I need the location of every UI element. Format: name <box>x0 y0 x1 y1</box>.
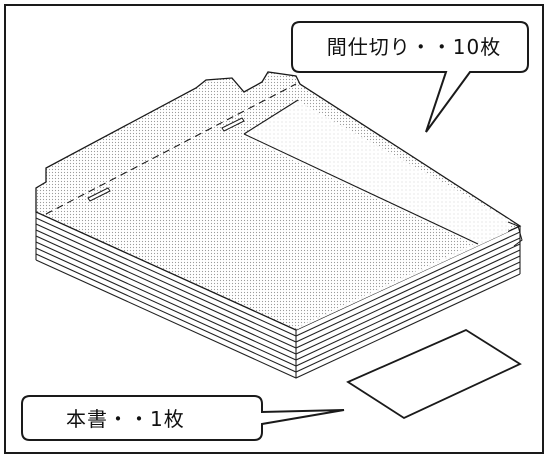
manual-sheet <box>346 328 522 420</box>
manual-callout-bubble <box>21 395 345 441</box>
dividers-count-label: 間仕切り・・10枚 <box>326 35 502 59</box>
divider-top-sheet <box>35 71 523 331</box>
dividers-callout-bubble <box>291 21 529 133</box>
manual-count-label: 本書・・1枚 <box>66 407 185 431</box>
divider-stack <box>35 212 521 379</box>
